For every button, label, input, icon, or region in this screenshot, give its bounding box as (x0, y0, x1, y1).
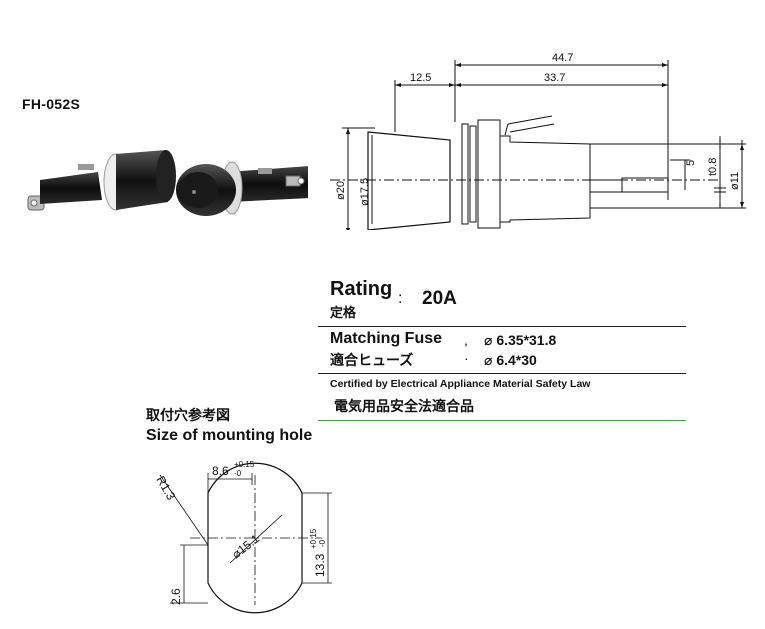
dim-dia-15-1: ⌀15.1 (229, 531, 262, 561)
certification-text-en: Certified by Electrical Appliance Materi… (330, 378, 591, 390)
dim-13-3-tol-plus: +0.15 (309, 528, 318, 549)
divider (318, 373, 686, 374)
matching-fuse-value-1: ⌀ 6.35*31.8 (484, 332, 557, 348)
matching-fuse-label-en: Matching Fuse (330, 330, 443, 347)
rating-label-jp: 定格 (330, 305, 357, 320)
matching-fuse-value-2: ⌀ 6.4*30 (484, 352, 537, 368)
dim-r-1-3: R1.3 (153, 474, 178, 503)
holder-side-view (27, 150, 176, 211)
dimension-drawing: 44.7 12.5 33.7 ø20 ø17.5 5 t0.8 ø11 (330, 52, 746, 230)
mounting-title-jp: 取付穴参考図 (146, 407, 230, 423)
product-photo (27, 150, 308, 216)
dim-8-6-tol-plus: +0.15 (234, 460, 255, 469)
rating-colon: : (398, 290, 403, 307)
mounting-title-en: Size of mounting hole (146, 427, 313, 444)
dim-13-3-tol-zero: -0 (318, 539, 327, 547)
dim-dia-20: ø20 (335, 181, 347, 200)
dim-5: 5 (685, 160, 697, 166)
dim-2-6: 2.6 (169, 588, 183, 605)
dim-13-3: 13.3 (313, 553, 327, 577)
spec-table: Rating 定格 : 20A Matching Fuse 適合ヒューズ , ·… (318, 278, 686, 423)
model-number: FH-052S (22, 96, 81, 112)
dim-t-0-8: t0.8 (707, 158, 719, 176)
mounting-title: 取付穴参考図 Size of mounting hole (146, 405, 312, 445)
dim-dia-11: ø11 (729, 172, 741, 190)
dim-8-6: 8.6 (212, 464, 229, 478)
dim-8-6-tol-zero: -0 (234, 469, 242, 478)
matching-fuse-label-jp: 適合ヒューズ (330, 352, 414, 368)
dim-44-7: 44.7 (552, 52, 573, 64)
rating-label-en: Rating (330, 278, 393, 300)
dim-12-5: 12.5 (410, 72, 431, 84)
matching-fuse-separator: , (464, 332, 468, 348)
holder-front-view (176, 161, 308, 216)
dim-33-7: 33.7 (544, 72, 565, 84)
divider (318, 326, 686, 327)
matching-fuse-separator: · (464, 350, 469, 366)
certification-text-jp: 電気用品安全法適合品 (334, 398, 474, 414)
mounting-hole-drawing: R1.3 8.6 +0.15 -0 ⌀15.1 13.3 +0.15 -0 2.… (153, 460, 332, 614)
dim-dia-17-5: ø17.5 (359, 178, 371, 206)
rating-value: 20A (422, 288, 457, 309)
divider (318, 420, 686, 421)
